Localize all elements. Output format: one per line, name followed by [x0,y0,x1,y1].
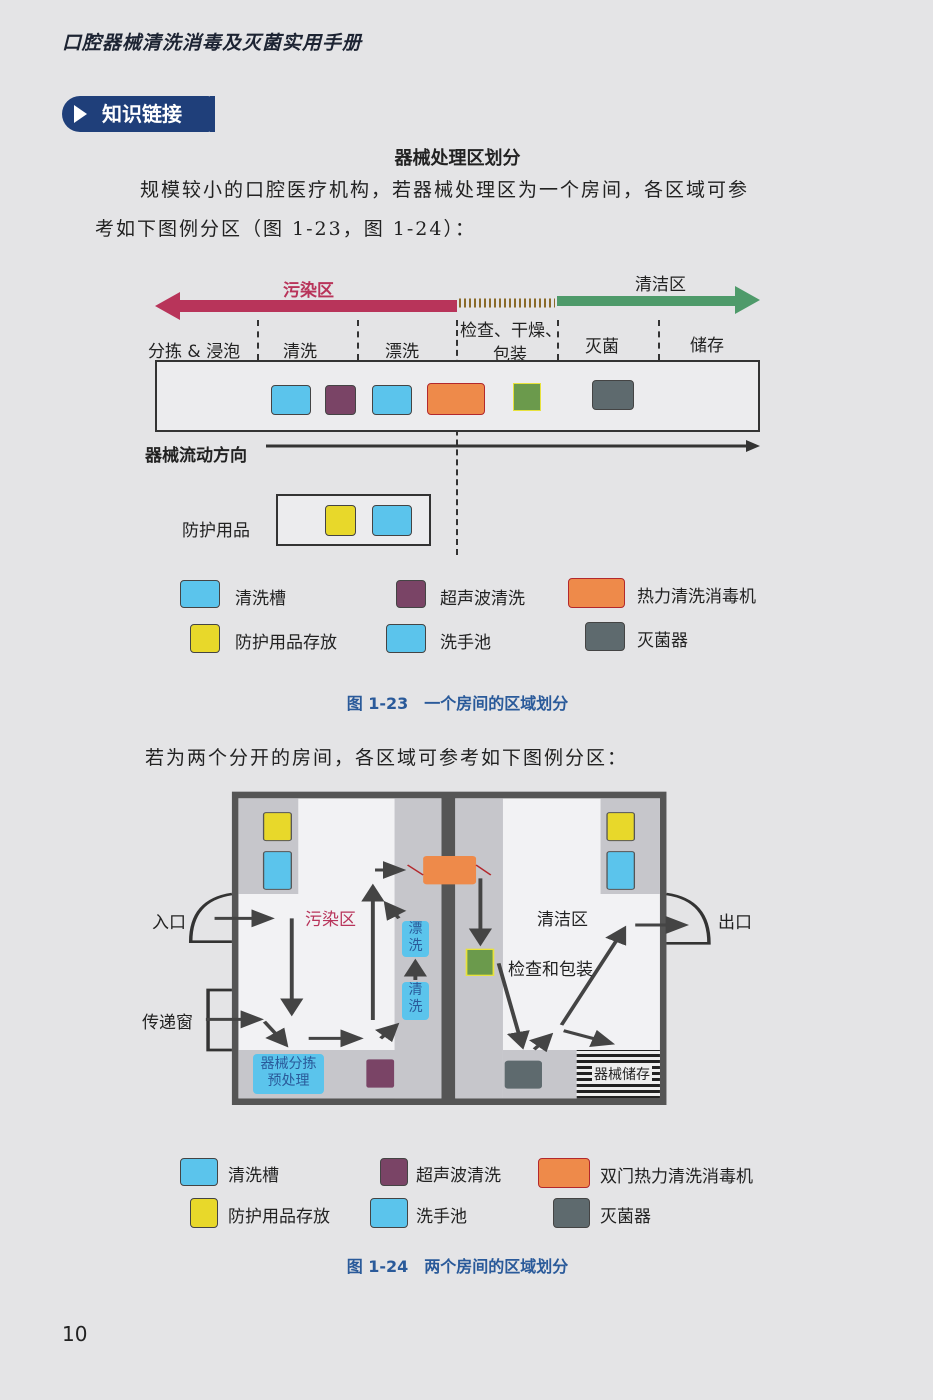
dirty-zone-label: 污染区 [305,910,356,930]
legend-swatch [538,1158,590,1188]
badge-label: 知识链接 [102,102,182,126]
legend-label: 洗手池 [440,633,491,653]
legend-swatch [585,622,625,651]
knowledge-link-badge: 知识链接 [62,96,212,132]
flow-direction-label: 器械流动方向 [145,446,247,466]
ppe-storage-icon [325,505,356,536]
legend-swatch [180,580,220,608]
figure-caption: 图 1-23 一个房间的区域划分 [346,694,569,713]
legend-label: 超声波清洗 [416,1166,501,1186]
divider [658,320,660,360]
pass-window-label: 传递窗 [142,1013,193,1033]
legend-label: 双门热力清洗消毒机 [600,1167,753,1187]
divider [557,320,559,360]
exit-label: 出口 [718,913,752,933]
legend-swatch [370,1198,408,1228]
stage-sterilize: 灭菌 [585,337,619,357]
ppe-label: 防护用品 [182,521,250,541]
entrance-label: 入口 [152,913,186,933]
handwash-sink-icon [372,505,412,536]
paragraph-line: 考如下图例分区（图 1-23，图 1-24）： [95,218,476,240]
legend-label: 防护用品存放 [235,633,337,653]
divider [456,320,458,555]
fig2-floorplan [188,791,711,1105]
legend-label: 热力清洗消毒机 [637,587,756,607]
sink-icon [271,385,311,415]
sterilizer-icon [592,380,634,410]
stage-sort-soak: 分拣 & 浸泡 [148,342,241,362]
play-triangle-icon [74,105,87,123]
legend-swatch [190,624,220,653]
divider [257,320,259,360]
legend-swatch [380,1158,408,1186]
ultrasonic-cleaner-icon [325,385,356,415]
legend-label: 灭菌器 [600,1207,651,1227]
inspect-pack-label: 检查和包装 [508,960,593,980]
legend-label: 洗手池 [416,1207,467,1227]
fig1-arrows [155,286,760,452]
legend-label: 超声波清洗 [440,589,525,609]
badge-bar [210,96,215,132]
divider [357,320,359,360]
clean-zone-arrow [557,286,760,314]
clean-zone-label: 清洁区 [537,910,588,930]
rinse-sink-icon [372,385,412,415]
legend-swatch [386,624,426,653]
washer-disinfector-icon [427,383,485,415]
inspection-lamp-icon [513,383,541,411]
legend-swatch [396,580,426,608]
legend-label: 清洗槽 [228,1166,279,1186]
legend-swatch [190,1198,218,1228]
section-title: 器械处理区划分 [394,148,521,169]
stage-rinse: 漂洗 [385,342,419,362]
legend-swatch [568,578,625,608]
legend-label: 防护用品存放 [228,1207,330,1227]
dirty-zone-label: 污染区 [283,281,334,301]
legend-swatch [180,1158,218,1186]
page-number: 10 [62,1322,88,1346]
wash-sink-label: 清洗 [402,982,429,1020]
storage-label: 器械储存 [592,1064,652,1084]
rinse-sink-label: 漂洗 [402,921,429,957]
legend-label: 清洗槽 [235,589,286,609]
sort-pretreat-label: 器械分拣预处理 [253,1054,324,1094]
legend-label: 灭菌器 [637,631,688,651]
stage-storage: 储存 [690,336,724,356]
clean-zone-label: 清洁区 [635,275,686,295]
paragraph-line: 规模较小的口腔医疗机构，若器械处理区为一个房间，各区域可参 [140,179,750,201]
figure-caption: 图 1-24 两个房间的区域划分 [346,1257,569,1276]
legend-swatch [553,1198,590,1228]
running-header: 口腔器械清洗消毒及灭菌实用手册 [62,32,363,54]
paragraph-line: 若为两个分开的房间，各区域可参考如下图例分区： [145,747,629,769]
stage-inspect: 检查、干燥、 [460,321,562,341]
dirty-zone-arrow [155,292,457,320]
stage-wash: 清洗 [283,342,317,362]
